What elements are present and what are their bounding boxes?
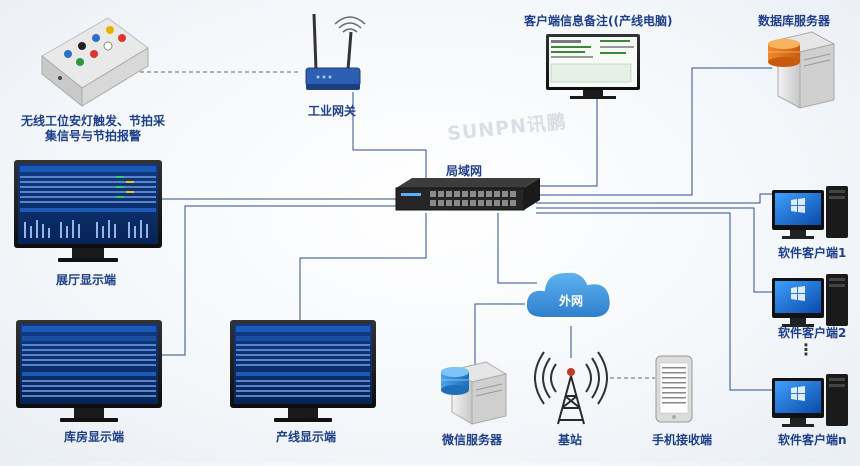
label-line-display: 产线显示端: [276, 430, 337, 444]
link-switch-cloud: [497, 213, 537, 284]
cloud-icon: [524, 270, 612, 319]
link-client1: [536, 193, 772, 204]
db-server-icon: [768, 31, 836, 109]
link-db-switch: [536, 67, 772, 196]
wireless-links: [140, 71, 655, 379]
label-base-station: 基站: [558, 433, 583, 447]
label-lan: 局域网: [446, 164, 483, 178]
label-hall-display: 展厅显示端: [56, 273, 117, 287]
label-internet: 外网: [559, 294, 584, 308]
link-clientn: [536, 212, 772, 391]
label-client2: 软件客户端2: [778, 326, 847, 340]
desktop-pc-icon-n: [772, 374, 848, 427]
line-display-monitor-icon: [230, 320, 376, 422]
link-line-switch: [299, 213, 427, 320]
note-pc-monitor-icon: [546, 34, 640, 99]
label-wechat-server: 微信服务器: [442, 433, 503, 447]
tower-icon: [534, 351, 608, 425]
ellipsis-dots: ⋮: [798, 340, 814, 359]
label-clientn: 软件客户端n: [778, 433, 847, 447]
phone-icon: [655, 355, 693, 423]
switch-icon: [395, 178, 540, 211]
wechat-server-icon: [441, 361, 508, 425]
link-notepc-switch: [536, 98, 598, 187]
label-client-note: 客户端信息备注((产线电脑): [524, 14, 673, 28]
desktop-pc-icon-2: [772, 274, 848, 327]
wifi-icon: [334, 16, 366, 33]
wireless-box-icon: [41, 17, 149, 108]
link-client2: [536, 207, 772, 293]
label-phone-receiver: 手机接收端: [652, 433, 713, 447]
link-gateway-switch: [352, 92, 427, 186]
link-warehouse-switch: [162, 205, 396, 356]
connection-lines: [162, 67, 772, 391]
label-gateway: 工业网关: [308, 104, 357, 118]
label-db-server: 数据库服务器: [758, 14, 831, 28]
hall-display-monitor-icon: [14, 160, 162, 262]
link-cloud-wechat: [474, 303, 537, 368]
label-client1: 软件客户端1: [778, 246, 847, 260]
label-trigger-box: 无线工位安灯触发、节拍采集信号与节拍报警: [20, 114, 165, 143]
desktop-pc-icon-1: [772, 186, 848, 239]
gateway-router-icon: [305, 13, 361, 90]
warehouse-display-monitor-icon: [16, 320, 162, 422]
label-warehouse-display: 库房显示端: [64, 430, 125, 444]
